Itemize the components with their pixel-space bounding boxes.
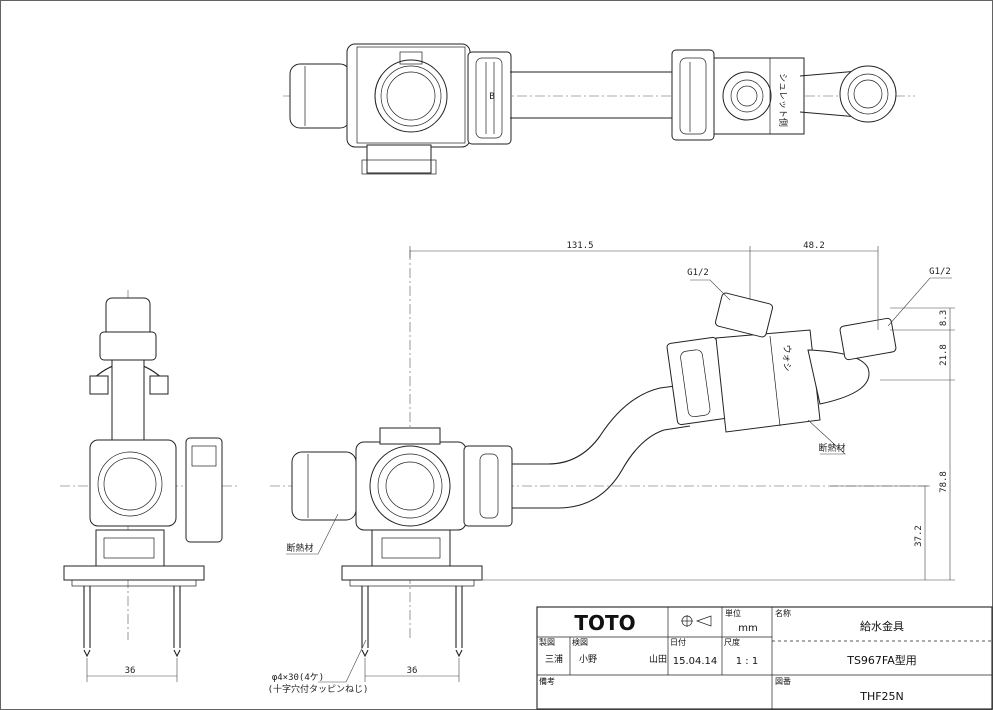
date-label: 日付 xyxy=(670,637,686,647)
top-view-vertical-text: シュレット側 xyxy=(777,73,789,127)
g1-2-left-label: G1/2 xyxy=(687,268,709,278)
front-view xyxy=(270,246,955,683)
dim-8-3: 8.3 xyxy=(939,310,949,326)
dim-78-8: 78.8 xyxy=(939,471,949,493)
checked-value: 小野 xyxy=(579,654,597,665)
dim-36-left: 36 xyxy=(125,666,136,676)
top-view-label-b: B xyxy=(489,92,494,102)
top-view xyxy=(283,43,915,175)
scale-value: 1 : 1 xyxy=(736,656,758,667)
model-value: TS967FA型用 xyxy=(846,653,917,667)
drawing-no-label: 図番 xyxy=(775,676,791,686)
dim-21-8: 21.8 xyxy=(939,344,949,366)
dim-48-2: 48.2 xyxy=(803,241,825,251)
screw-spec: φ4×30(4ケ) xyxy=(272,672,324,683)
insulation-right-label: 断熱材 xyxy=(818,442,845,454)
insulation-left-label: 断熱材 xyxy=(286,542,313,554)
title-block xyxy=(536,606,993,710)
brand-logo: TOTO xyxy=(574,611,635,635)
screw-note: (十字穴付タッピンねじ) xyxy=(268,683,369,695)
date-value: 15.04.14 xyxy=(673,656,718,667)
drawn-label: 製図 xyxy=(539,637,555,647)
g1-2-right-label: G1/2 xyxy=(929,267,951,277)
scale-label: 尺度 xyxy=(724,637,740,647)
dim-36-right: 36 xyxy=(407,666,418,676)
approver-value: 山田 xyxy=(649,654,667,665)
drawing-no-value: THF25N xyxy=(859,690,904,703)
drawn-value: 三浦 xyxy=(545,653,563,665)
side-view xyxy=(60,290,240,682)
front-view-vertical-text: ウォシ xyxy=(781,344,792,371)
checked-label: 検図 xyxy=(572,637,588,647)
unit-value: mm xyxy=(738,623,757,634)
remarks-label: 備考 xyxy=(539,676,555,686)
dim-37-2: 37.2 xyxy=(914,525,924,547)
dim-131-5: 131.5 xyxy=(566,241,593,251)
name-label: 名称 xyxy=(775,608,791,618)
unit-label: 単位 xyxy=(725,608,741,618)
name-value: 給水金具 xyxy=(860,619,904,633)
